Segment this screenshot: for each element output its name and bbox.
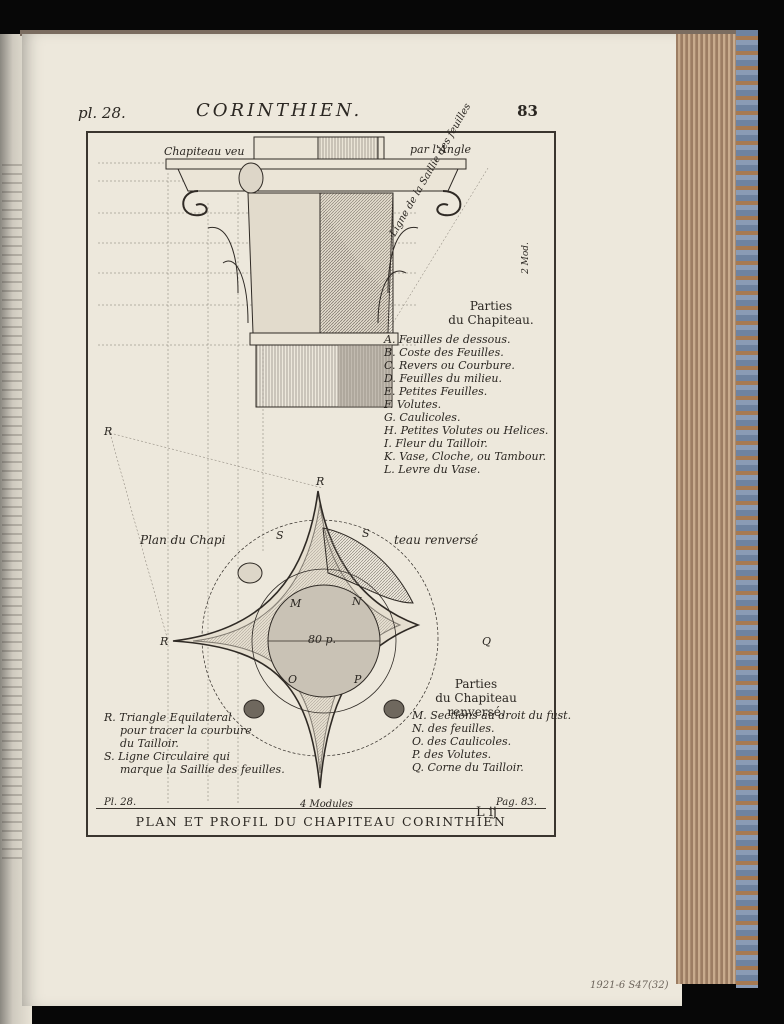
legend-item: G. Caulicoles. [384,411,461,424]
lower-legend-item: M. Sections au droit du fust. [412,709,572,722]
lower-parts-legend: M. Sections au droit du fust. N. des feu… [412,709,571,774]
lower-parts-title: Parties du Chapiteau renversé. [406,677,546,719]
scale-label: 4 Modules [300,799,353,810]
page-stack-edge [676,34,738,984]
letter-s-right: S [362,527,370,540]
parts-legend: A. Feuilles de dessous. B. Coste des Feu… [384,333,548,476]
library-stamp: 1921-6 S47(32) [590,980,669,991]
lower-parts-title-line: du Chapiteau renversé. [435,691,517,719]
plate-footer-title: PLAN ET PROFIL DU CHAPITEAU CORINTHIEN [135,814,507,829]
center-measure: 80 p. [308,633,337,646]
capital-engraving [98,136,489,803]
parts-title-line: Parties [469,299,513,313]
legend-item: A. Feuilles de dessous. [384,333,511,346]
plate-number: pl. 28. [78,104,126,122]
left-notes: R. Triangle Equilateral pour tracer la c… [104,711,285,776]
legend-item: F. Volutes. [384,398,442,411]
page-title: CORINTHIEN. [196,100,363,121]
legend-item: C. Revers ou Courbure. [384,359,515,372]
letter-r-top: R [104,425,113,438]
top-label-left: Chapiteau veu [164,145,245,158]
marbled-cover-edge [736,30,758,988]
module-label: 2 Mod. [520,242,531,274]
legend-item: L. Levre du Vase. [384,463,481,476]
note-line: R. Triangle Equilateral [104,711,232,724]
letter-r-apex: R [316,475,325,488]
footer-rule [96,808,546,809]
letter-p: P [354,673,362,686]
page-number: 83 [517,102,538,120]
legend-item: E. Petites Feuilles. [384,385,488,398]
note-line: marque la Saillie des feuilles. [120,763,285,776]
letter-n: N [352,595,362,608]
plan-label-left: Plan du Chapi [140,533,226,547]
plan-label-right: teau renversé [394,533,479,547]
lower-legend-item: N. des feuilles. [412,722,495,735]
letter-m: M [290,597,302,610]
parts-title-line: du Chapiteau. [448,313,534,327]
legend-item: B. Coste des Feuilles. [384,346,504,359]
top-label-right: par l'Angle [410,143,471,156]
lower-legend-item: Q. Corne du Tailloir. [412,761,524,774]
bottom-plate-number: Pl. 28. [104,797,137,808]
legend-item: D. Feuilles du milieu. [384,372,502,385]
page-header: pl. 28. CORINTHIEN. 83 [78,100,538,126]
letter-r-left: R [160,635,169,648]
note-line: du Tailloir. [120,737,179,750]
book-top-edge [20,30,740,36]
letter-s-left: S [276,529,284,542]
legend-item: K. Vase, Cloche, ou Tambour. [384,450,547,463]
lower-legend-item: O. des Caulicoles. [412,735,512,748]
letter-o: O [288,673,298,686]
legend-item: I. Fleur du Tailloir. [384,437,488,450]
note-line: pour tracer la courbure [120,724,252,737]
legend-item: H. Petites Volutes ou Helices. [384,424,549,437]
note-line: S. Ligne Circulaire qui [104,750,231,763]
parts-title: Parties du Chapiteau. [436,299,546,327]
bottom-page-ref: Pag. 83. [496,797,537,808]
engraving-plate: Chapiteau veu par l'Angle Ligne de la Sa… [86,102,571,837]
lower-legend-item: P. des Volutes. [412,748,492,761]
lower-parts-title-line: Parties [454,677,498,691]
letter-q: Q [482,635,492,648]
